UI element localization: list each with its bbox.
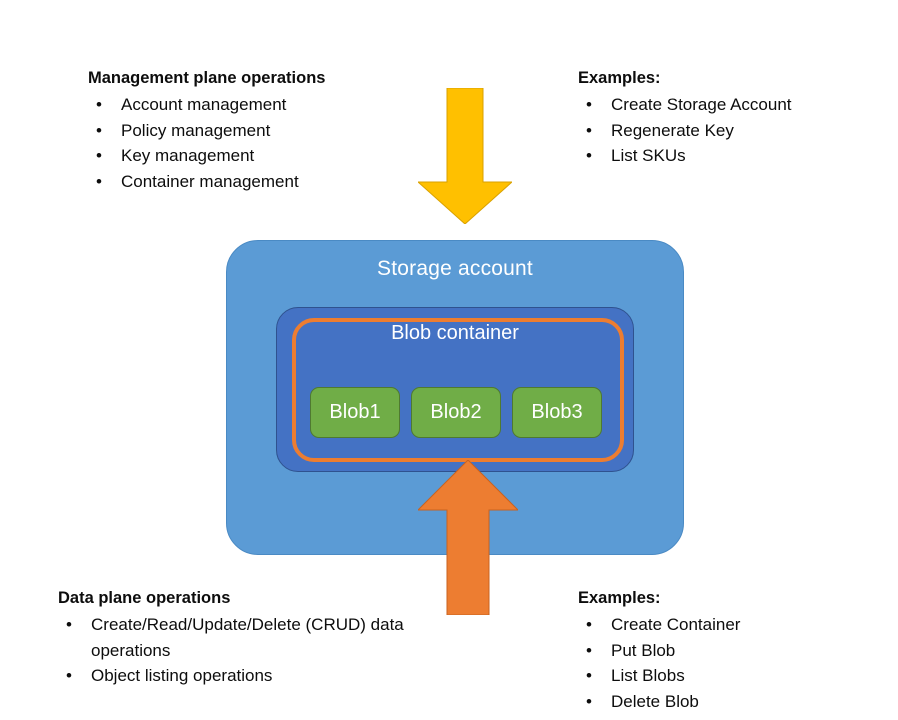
bullet-icon: • bbox=[66, 615, 72, 634]
bullet-icon: • bbox=[586, 666, 592, 685]
list-item: • Create/Read/Update/Delete (CRUD) data … bbox=[58, 612, 458, 663]
bullet-icon: • bbox=[586, 640, 592, 660]
management-plane-down-arrow-icon bbox=[418, 88, 512, 224]
management-plane-block: Management plane operations • Account ma… bbox=[88, 68, 418, 194]
management-examples-title: Examples: bbox=[578, 69, 661, 87]
list-item-label: Account management bbox=[121, 95, 287, 114]
list-item: • Policy management bbox=[88, 118, 418, 144]
data-examples-title: Examples: bbox=[578, 589, 661, 607]
management-plane-list: • Account management • Policy management… bbox=[88, 92, 418, 194]
bullet-icon: • bbox=[96, 95, 102, 114]
bullet-icon: • bbox=[586, 615, 592, 634]
data-examples-list: • Create Container • Put Blob • List Blo… bbox=[578, 612, 878, 714]
bullet-icon: • bbox=[66, 666, 72, 685]
bullet-icon: • bbox=[96, 120, 102, 140]
list-item: • Put Blob bbox=[578, 638, 878, 664]
list-item: • Container management bbox=[88, 169, 418, 195]
list-item-label: List SKUs bbox=[611, 146, 686, 165]
blob-box: Blob2 bbox=[411, 387, 501, 438]
bullet-icon: • bbox=[96, 171, 102, 191]
list-item-label: List Blobs bbox=[611, 666, 685, 685]
list-item: • Key management bbox=[88, 143, 418, 169]
blob-box: Blob3 bbox=[512, 387, 602, 438]
list-item: • Delete Blob bbox=[578, 689, 878, 715]
management-plane-title: Management plane operations bbox=[88, 69, 326, 87]
data-plane-block: Data plane operations • Create/Read/Upda… bbox=[58, 588, 458, 689]
bullet-icon: • bbox=[586, 95, 592, 114]
list-item-label: Put Blob bbox=[611, 640, 676, 660]
list-item: • List SKUs bbox=[578, 143, 878, 169]
blob-box: Blob1 bbox=[310, 387, 400, 438]
data-plane-title: Data plane operations bbox=[58, 589, 231, 607]
list-item-label: Object listing operations bbox=[91, 666, 273, 685]
data-plane-list: • Create/Read/Update/Delete (CRUD) data … bbox=[58, 612, 458, 689]
list-item: • Regenerate Key bbox=[578, 118, 878, 144]
list-item-label: Container management bbox=[121, 171, 299, 191]
blob-container-label: Blob container bbox=[391, 322, 519, 344]
list-item-label: Delete Blob bbox=[611, 691, 699, 711]
list-item-label: Create Storage Account bbox=[611, 95, 792, 114]
list-item: • Object listing operations bbox=[58, 663, 458, 689]
bullet-icon: • bbox=[586, 120, 592, 140]
list-item-label: Policy management bbox=[121, 120, 271, 140]
storage-account-label: Storage account bbox=[377, 257, 533, 280]
list-item: • Create Container bbox=[578, 612, 878, 638]
bullet-icon: • bbox=[586, 691, 592, 711]
bullet-icon: • bbox=[96, 146, 102, 165]
list-item: • Account management bbox=[88, 92, 418, 118]
management-examples-list: • Create Storage Account • Regenerate Ke… bbox=[578, 92, 878, 169]
list-item: • List Blobs bbox=[578, 663, 878, 689]
list-item-label: Regenerate Key bbox=[611, 120, 734, 140]
list-item-label: Create Container bbox=[611, 615, 741, 634]
list-item-label: Key management bbox=[121, 146, 255, 165]
list-item-label: Create/Read/Update/Delete (CRUD) data op… bbox=[91, 615, 404, 660]
data-examples-block: Examples: • Create Container • Put Blob … bbox=[578, 588, 878, 714]
list-item: • Create Storage Account bbox=[578, 92, 878, 118]
management-examples-block: Examples: • Create Storage Account • Reg… bbox=[578, 68, 878, 169]
bullet-icon: • bbox=[586, 146, 592, 165]
data-plane-up-arrow-icon bbox=[418, 460, 518, 615]
